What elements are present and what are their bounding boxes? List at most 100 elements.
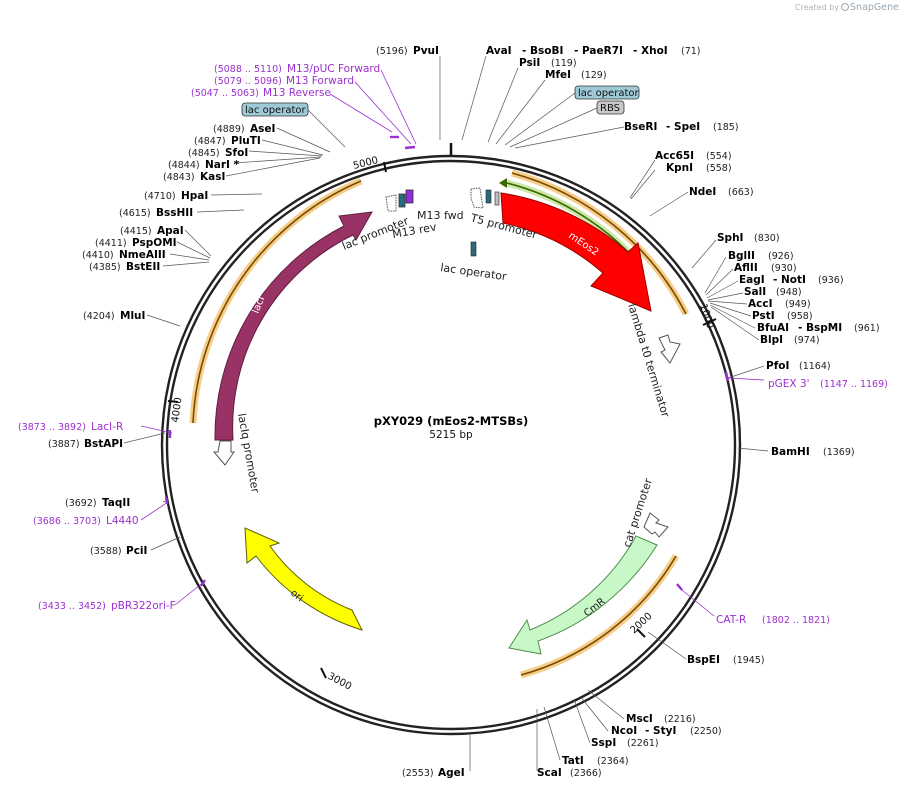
enzyme-agei-name: AgeI (438, 767, 465, 779)
enzyme-mlui-pos: (4204) (83, 311, 115, 322)
primer-band-left-core (192, 180, 362, 424)
laciq-promoter-label: lacIq promoter (235, 412, 262, 494)
enzyme-scai-pos: (2366) (570, 768, 602, 779)
leader-bspei (647, 631, 687, 660)
primer-m13-reverse-pos: (5047 .. 5063) (191, 88, 259, 99)
enzyme-bspmi-name: - BspMI (798, 322, 842, 334)
leader-pgex3 (727, 377, 765, 381)
enzyme-pluti-pos: (4847) (194, 136, 226, 147)
enzyme-ndei-pos: (663) (728, 187, 754, 198)
enzyme-bsteii-name: BstEII (126, 261, 160, 273)
enzyme-bglii-pos: (926) (768, 251, 794, 262)
enzyme-psii-name: PsiI (519, 57, 540, 69)
enzyme-leader-lines (123, 55, 769, 771)
enzyme-apai-name: ApaI (157, 225, 184, 237)
primer-labels: (5088 .. 5110) M13/pUC Forward (5079 .. … (18, 63, 888, 626)
primer-band-green-arrowhead (499, 178, 507, 188)
primer-pgex3-pos: (1147 .. 1169) (820, 379, 888, 390)
enzyme-psti-pos: (958) (787, 311, 813, 322)
lambda-t0-label: lambda t0 terminator (625, 302, 672, 419)
primer-pbr322ori-f-pos: (3433 .. 3452) (38, 601, 106, 612)
primer-pbr322ori-f-name: pBR322ori-F (111, 600, 176, 612)
enzyme-bamhi-pos: (1369) (823, 447, 855, 458)
enzyme-bglii-name: BglII (728, 250, 755, 262)
tick-4000-mark (167, 400, 179, 403)
tick-2000-mark (636, 628, 646, 638)
enzyme-apai-pos: (4415) (120, 226, 152, 237)
leader-m13-forward (354, 81, 412, 145)
leader-pbr322ori-f (174, 580, 206, 606)
enzyme-sali-pos: (948) (776, 287, 802, 298)
enzyme-noti-pos: (936) (818, 275, 844, 286)
leader-m13-reverse (329, 93, 393, 133)
enzyme-nmeaiii-name: NmeAIII (119, 249, 166, 261)
enzyme-bstapi-name: BstAPI (84, 438, 123, 450)
feature-cmr-arrow (508, 535, 658, 655)
enzyme-nmeaiii-pos: (4410) (82, 250, 114, 261)
leader-acc65i (629, 159, 656, 199)
cat-promoter-arrow (643, 512, 669, 538)
mark-pbr322ori-f (200, 579, 206, 587)
enzyme-bspei-pos: (1945) (733, 655, 765, 666)
enzyme-pvui-pos: (5196) (376, 46, 408, 57)
leader-ncoi (579, 695, 609, 732)
enzyme-sspi-name: SspI (591, 737, 616, 749)
enzyme-asei-pos: (4889) (213, 124, 245, 135)
enzyme-ndei-name: NdeI (689, 186, 716, 198)
enzyme-avai-name: AvaI (486, 45, 512, 57)
leader-bsteii (162, 261, 210, 267)
primer-laci-r-name: LacI-R (91, 421, 123, 433)
mark-pgex3 (724, 371, 730, 382)
leader-psii (487, 67, 519, 143)
lac-operator-left-box (241, 102, 309, 117)
enzyme-psii-pos: (119) (551, 58, 577, 69)
leader-hpai (210, 193, 263, 196)
rbs-text: RBS (600, 103, 620, 114)
primer-pgex3-name: pGEX 3' (768, 378, 810, 390)
leader-tati (543, 706, 561, 761)
enzyme-taqii-name: TaqII (102, 497, 130, 509)
mark-m13-puc-forward (404, 145, 416, 150)
enzyme-pspomi-name: PspOMI (132, 237, 177, 249)
leader-m13-puc-forward (380, 69, 417, 145)
mark-cat-r (676, 583, 683, 591)
enzyme-sphi-pos: (830) (754, 233, 780, 244)
mark-l4440 (164, 496, 169, 505)
primer-m13-forward-pos: (5079 .. 5096) (214, 76, 282, 87)
leader-psti (709, 302, 752, 317)
enzyme-bamhi-name: BamHI (771, 446, 810, 458)
enzyme-bstapi-pos: (3887) (48, 439, 80, 450)
enzyme-xhoi-name: - XhoI (633, 45, 668, 57)
tick-3000-mark (320, 667, 327, 679)
leader-msci (587, 689, 625, 720)
leader-lacop-left (307, 109, 346, 148)
primer-cat-r-name: CAT-R (716, 614, 746, 626)
t5-promoter-arrow (470, 187, 484, 209)
leader-nari (233, 156, 322, 164)
enzyme-styi-pos: (2250) (690, 726, 722, 737)
leader-bsshii (196, 209, 245, 213)
primer-leader-lines (140, 69, 765, 617)
primer-m13-forward-name: M13 Forward (286, 75, 354, 87)
leader-l4440 (140, 501, 169, 521)
feature-meos2-arrow (500, 192, 652, 312)
enzyme-sfoi-pos: (4845) (188, 148, 220, 159)
snapgene-logo-icon (841, 3, 850, 11)
tick-3000-label: 3000 (326, 671, 354, 693)
enzyme-kasi-pos: (4843) (163, 172, 195, 183)
leader-bstapi (123, 432, 166, 444)
lambda-t0-arrow (658, 334, 681, 364)
enzyme-bfuai-name: BfuAI (757, 322, 789, 334)
enzyme-hpai-name: HpaI (181, 190, 208, 202)
leader-sfoi (248, 150, 323, 157)
lac-operator-top-text: lac operator (578, 88, 639, 99)
leader-pfoi (727, 365, 765, 379)
primer-band-green-core (506, 182, 633, 257)
leader-pspomi (176, 241, 211, 259)
leader-acci (707, 300, 748, 305)
enzyme-pspomi-pos: (4411) (95, 238, 127, 249)
enzyme-pvui-name: PvuI (413, 45, 439, 57)
leader-bseri (514, 126, 625, 149)
enzyme-styi-name: - StyI (645, 725, 676, 737)
